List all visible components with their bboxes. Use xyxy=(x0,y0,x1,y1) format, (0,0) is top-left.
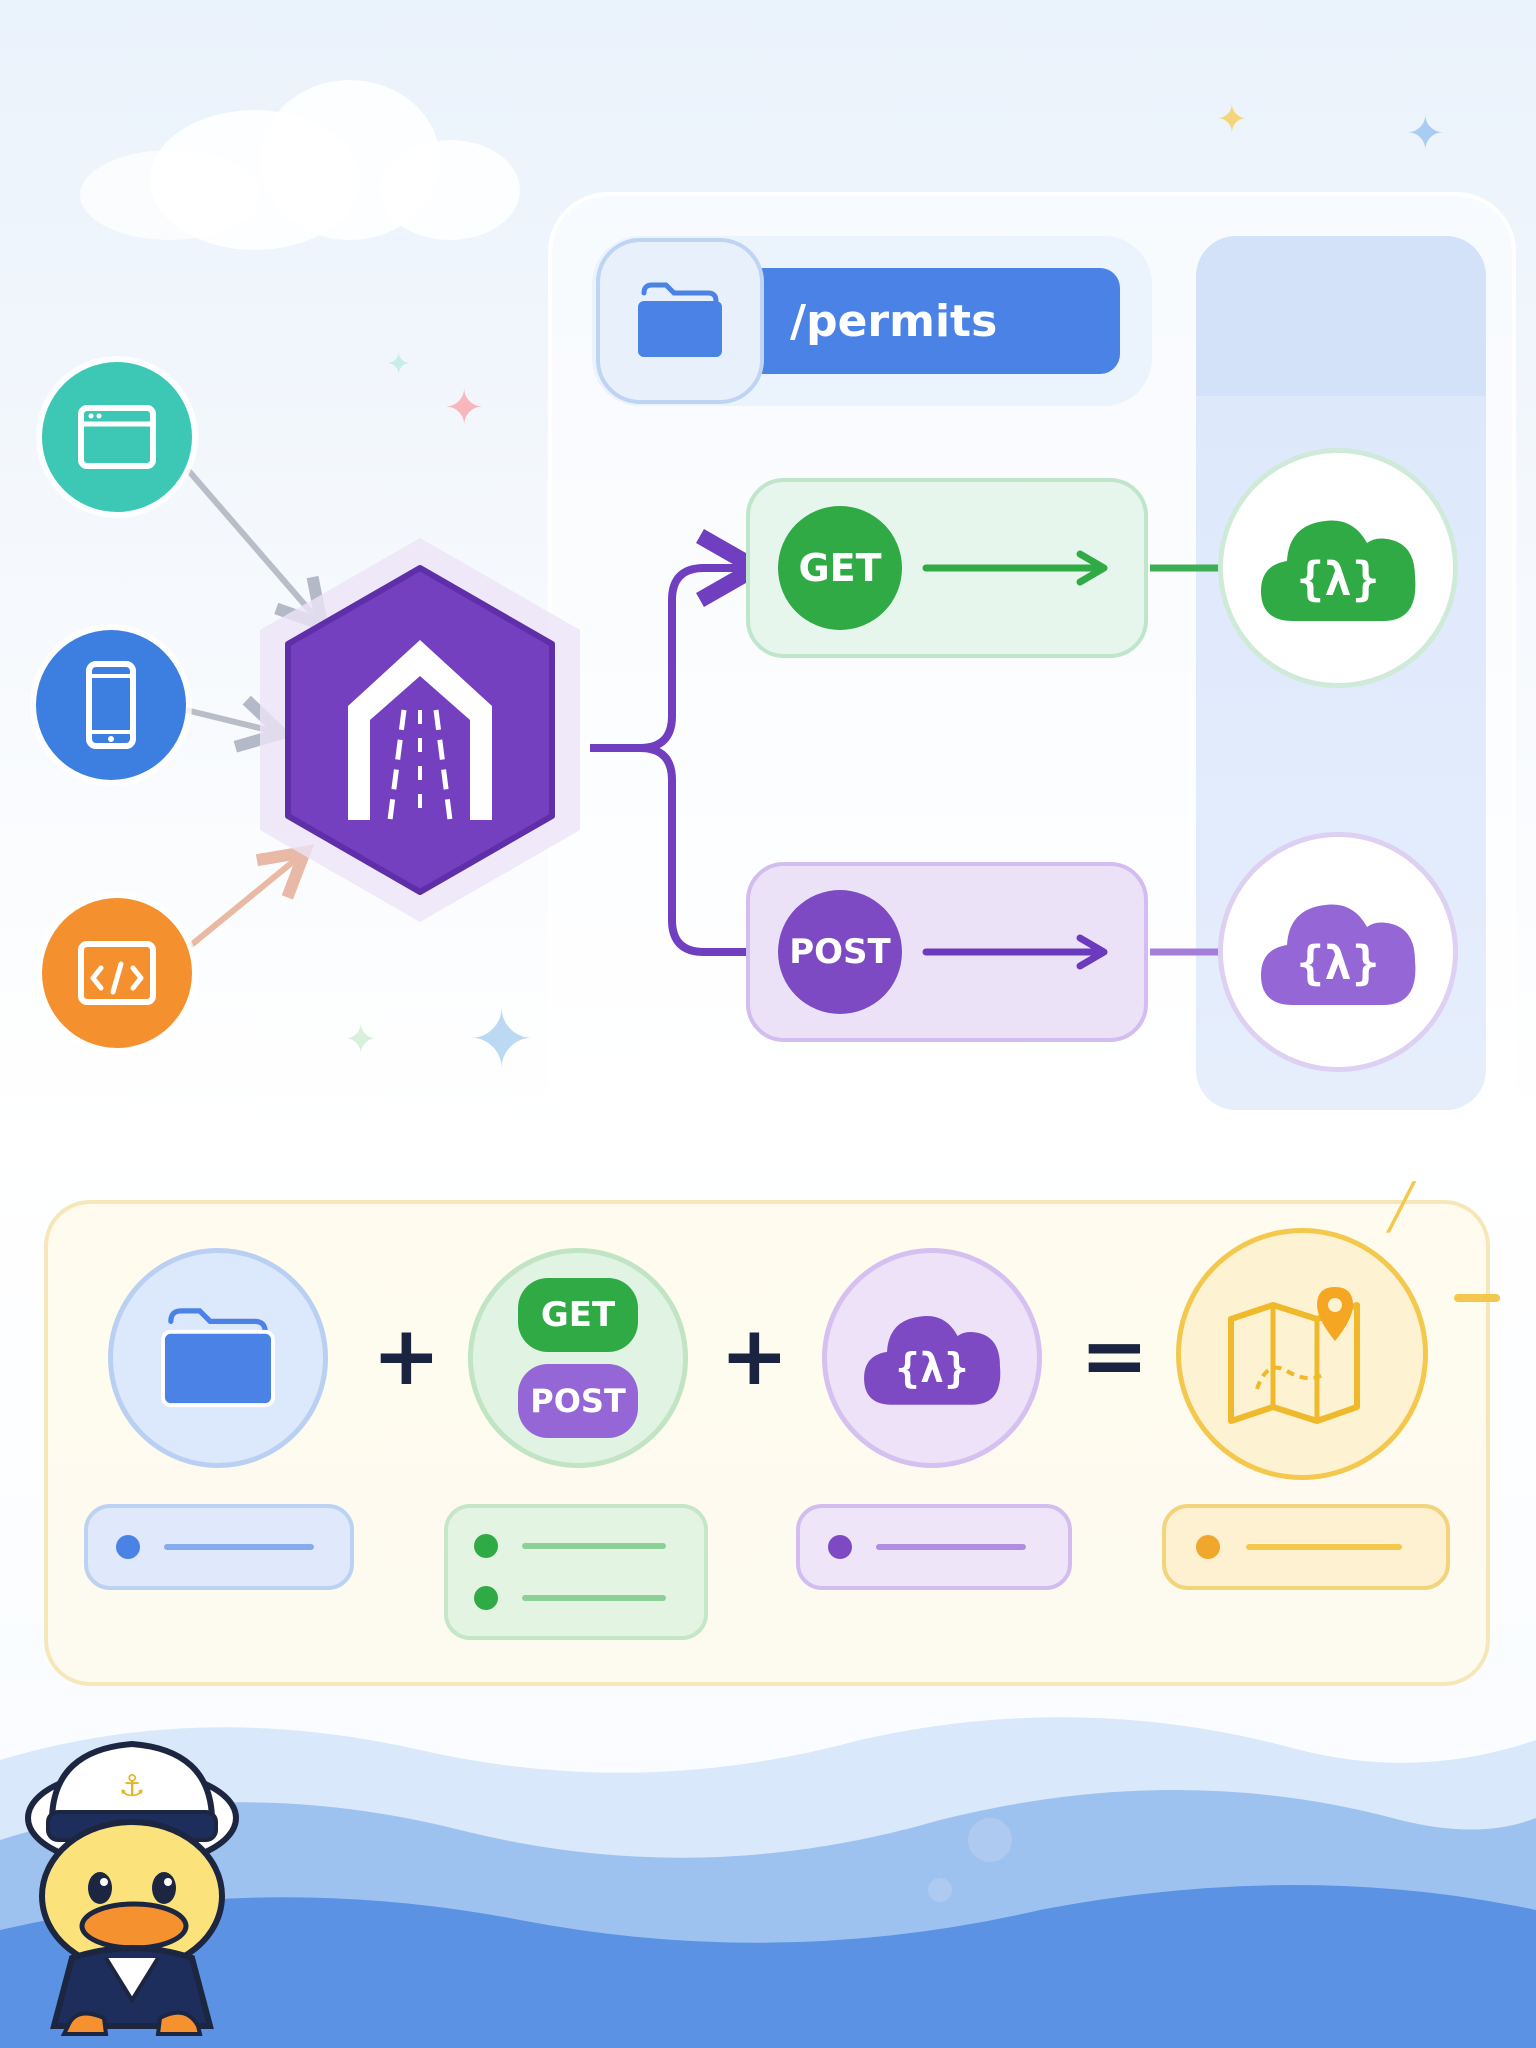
formula-get-pill: GET xyxy=(518,1278,638,1352)
svg-text:{λ}: {λ} xyxy=(1296,552,1379,606)
lambda-cloud-icon: {λ} xyxy=(864,1316,1001,1405)
folder-icon xyxy=(161,1308,275,1408)
lambda-legend-card xyxy=(796,1504,1072,1590)
legend-dot xyxy=(474,1534,498,1558)
resource-folder-tile[interactable] xyxy=(596,238,764,404)
browser-client[interactable] xyxy=(42,362,192,512)
svg-text:{λ}: {λ} xyxy=(895,1344,968,1392)
code-client[interactable] xyxy=(42,898,192,1048)
sparkle-icon: ✦ xyxy=(386,347,412,382)
mobile-phone-icon xyxy=(86,661,136,749)
resource-path-label[interactable]: /permits xyxy=(760,268,1120,374)
post-method-badge[interactable]: POST xyxy=(778,890,902,1014)
sparkle-icon: ✦ xyxy=(1406,106,1445,160)
legend-line xyxy=(164,1544,314,1550)
legend-dot xyxy=(1196,1535,1220,1559)
code-to-gateway-arrow xyxy=(188,856,300,949)
get-arrow xyxy=(922,550,1108,586)
formula-resource xyxy=(108,1248,328,1468)
plus-operator: + xyxy=(720,1309,789,1404)
sparkle-icon: ✦ xyxy=(1216,97,1248,141)
gateway-branch-line xyxy=(590,568,748,752)
equals-operator: = xyxy=(1080,1309,1149,1404)
legend-line xyxy=(876,1544,1026,1550)
highlight-mark: ╱ xyxy=(1388,1182,1415,1233)
browser-to-gateway-arrow xyxy=(185,468,318,620)
get-lambda-function[interactable]: {λ} xyxy=(1218,448,1458,688)
sparkle-icon: ✦ xyxy=(468,993,536,1086)
sparkle-icon: ✦ xyxy=(344,1017,378,1063)
api-gateway[interactable] xyxy=(240,530,600,930)
highlight-mark xyxy=(1454,1294,1500,1302)
map-legend-card xyxy=(1162,1504,1450,1590)
legend-line xyxy=(522,1543,666,1549)
browser-window-icon xyxy=(78,405,156,469)
formula-api-map xyxy=(1176,1228,1428,1480)
post-arrow xyxy=(922,934,1108,970)
post-lambda-function[interactable]: {λ} xyxy=(1218,832,1458,1072)
plus-operator: + xyxy=(372,1309,441,1404)
code-icon xyxy=(78,941,156,1005)
methods-legend-card xyxy=(444,1504,708,1640)
lambda-cloud-icon: {λ} xyxy=(1261,520,1416,621)
formula-post-pill: POST xyxy=(518,1364,638,1438)
legend-dot xyxy=(474,1586,498,1610)
api-gateway-road-icon xyxy=(348,640,492,821)
get-method-badge[interactable]: GET xyxy=(778,506,902,630)
connector-lines xyxy=(185,468,1218,956)
legend-line xyxy=(1246,1544,1402,1550)
ocean-waves xyxy=(0,1717,1536,2048)
legend-line xyxy=(522,1595,666,1601)
lambda-cloud-icon: {λ} xyxy=(1261,904,1416,1005)
lambda-column-header xyxy=(1196,236,1486,396)
formula-lambda: {λ} xyxy=(822,1248,1042,1468)
svg-text:{λ}: {λ} xyxy=(1296,936,1379,990)
legend-dot xyxy=(116,1535,140,1559)
svg-text:⚓: ⚓ xyxy=(119,1769,146,1804)
gateway-branch-line xyxy=(639,744,748,956)
resource-legend-card xyxy=(84,1504,354,1590)
cloud-decoration xyxy=(80,150,260,240)
formula-methods: GET POST xyxy=(468,1248,688,1468)
folder-icon xyxy=(638,282,722,357)
mobile-client[interactable] xyxy=(36,630,186,780)
sparkle-icon: ✦ xyxy=(444,380,485,436)
sailor-duck-icon: ⚓ xyxy=(25,1740,239,2036)
cloud-decoration xyxy=(380,140,520,240)
legend-dot xyxy=(828,1535,852,1559)
map-pin-icon xyxy=(1228,1287,1360,1424)
